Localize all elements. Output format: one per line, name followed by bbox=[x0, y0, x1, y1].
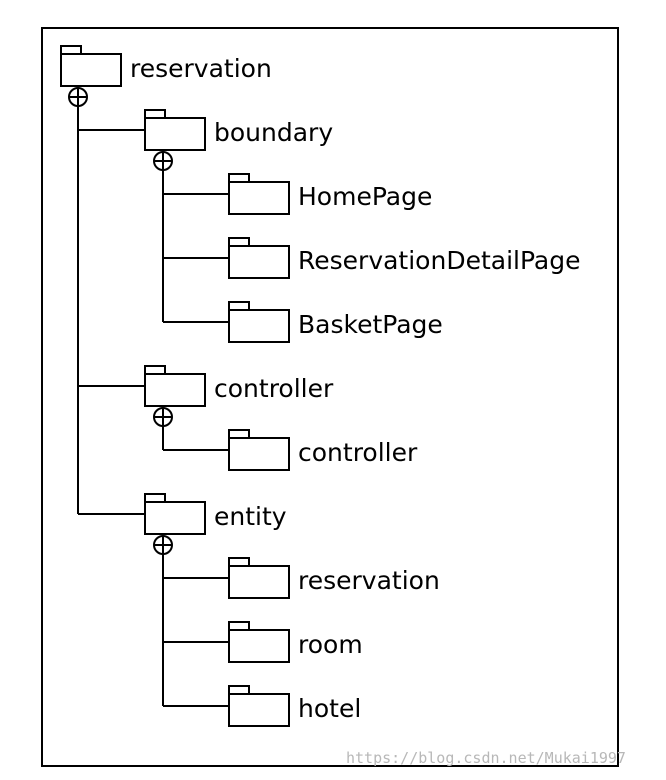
folder-icon bbox=[144, 109, 206, 151]
expand-circle-icon[interactable] bbox=[153, 407, 173, 427]
package-reservation-root: reservation bbox=[60, 45, 272, 87]
folder-icon bbox=[60, 45, 122, 87]
package-label: HomePage bbox=[298, 182, 432, 211]
expand-circle-icon[interactable] bbox=[153, 151, 173, 171]
package-label: BasketPage bbox=[298, 310, 443, 339]
folder-icon bbox=[228, 429, 290, 471]
expand-circle-icon[interactable] bbox=[153, 535, 173, 555]
package-label: ReservationDetailPage bbox=[298, 246, 580, 275]
package-boundary: boundary bbox=[144, 109, 333, 151]
package-label: room bbox=[298, 630, 363, 659]
package-label: controller bbox=[298, 438, 418, 467]
package-label: controller bbox=[214, 374, 334, 403]
diagram-frame bbox=[41, 27, 619, 767]
folder-icon bbox=[144, 493, 206, 535]
package-controller-child: controller bbox=[228, 429, 418, 471]
package-label: hotel bbox=[298, 694, 361, 723]
package-reservation-entity: reservation bbox=[228, 557, 440, 599]
package-controller: controller bbox=[144, 365, 334, 407]
folder-icon bbox=[228, 237, 290, 279]
package-reservationdetailpage: ReservationDetailPage bbox=[228, 237, 580, 279]
package-hotel: hotel bbox=[228, 685, 361, 727]
tree-connectors bbox=[77, 106, 229, 707]
folder-icon bbox=[228, 173, 290, 215]
package-label: entity bbox=[214, 502, 287, 531]
package-entity: entity bbox=[144, 493, 287, 535]
folder-icon bbox=[144, 365, 206, 407]
package-homepage: HomePage bbox=[228, 173, 432, 215]
folder-icon bbox=[228, 685, 290, 727]
folder-icon bbox=[228, 301, 290, 343]
expand-markers bbox=[68, 87, 173, 555]
package-basketpage: BasketPage bbox=[228, 301, 443, 343]
package-label: boundary bbox=[214, 118, 333, 147]
package-room: room bbox=[228, 621, 363, 663]
watermark-text: https://blog.csdn.net/Mukai1997 bbox=[346, 749, 626, 767]
folder-icon bbox=[228, 621, 290, 663]
package-label: reservation bbox=[130, 54, 272, 83]
package-label: reservation bbox=[298, 566, 440, 595]
expand-circle-icon[interactable] bbox=[68, 87, 88, 107]
folder-icon bbox=[228, 557, 290, 599]
